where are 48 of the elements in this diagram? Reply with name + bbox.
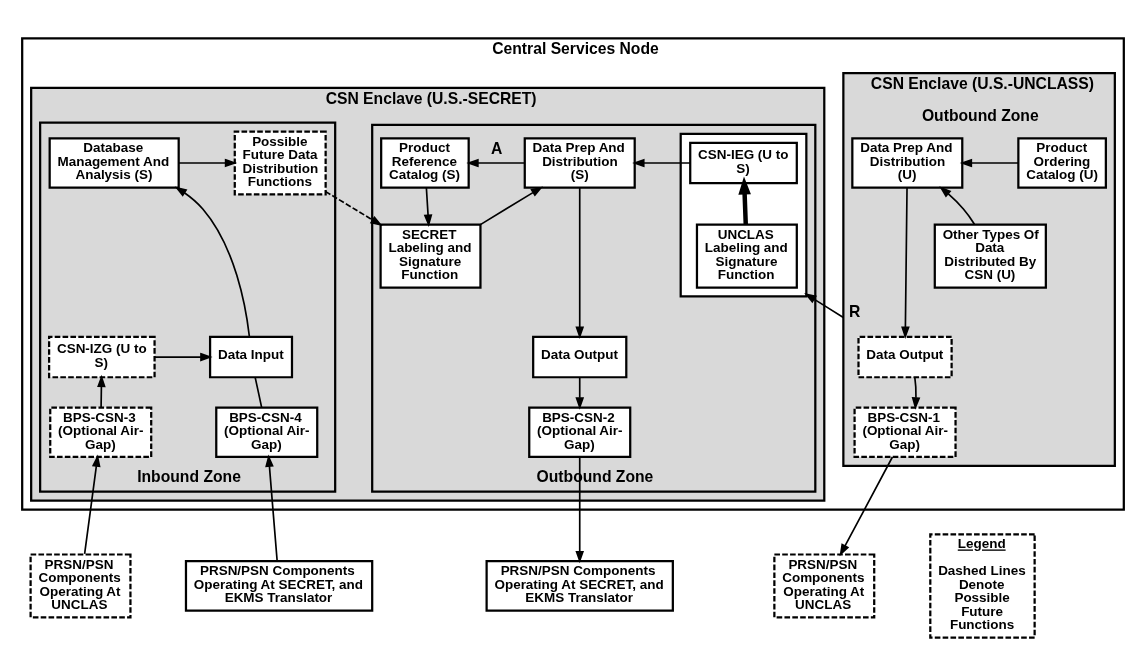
node-box: Product Ordering Catalog (U) [1017, 136, 1107, 189]
connector [254, 376, 263, 408]
arrow [466, 158, 526, 167]
arrow [839, 455, 894, 556]
arrow [423, 186, 433, 227]
node-box: Data Output [857, 335, 953, 378]
node-box: BPS-CSN-1 (Optional Air-Gap) [853, 405, 957, 458]
node-box: Data Prep And Distribution (S) [523, 136, 636, 189]
node-box: PRSN/PSN Components Operating At UNCLAS [773, 552, 876, 618]
node-box: SECRET Labeling and Signature Function [379, 223, 482, 289]
arrow [265, 453, 278, 562]
arrow [575, 186, 585, 339]
node-box: CSN-IEG (U to S) [689, 141, 798, 184]
arrow [911, 376, 921, 410]
arrow [959, 158, 1019, 167]
arrow [738, 176, 751, 225]
node-box: BPS-CSN-2 (Optional Air-Gap) [528, 405, 632, 458]
node-box: PRSN/PSN Components Operating At UNCLAS [29, 552, 132, 618]
arrow [324, 190, 383, 226]
node-box: Legend Dashed Lines Denote Possible Future Functions [929, 532, 1036, 639]
cluster [679, 132, 808, 298]
edge-label: A [491, 139, 503, 157]
arrow [153, 352, 213, 361]
node-box: PRSN/PSN Components Operating At SECRET, and EKMS Translator [184, 559, 374, 612]
edge-label: R [848, 302, 861, 320]
arrow [575, 455, 585, 563]
node-box: Data Prep And Distribution (U) [851, 136, 964, 189]
node-box: Data Output [532, 335, 628, 378]
node-box: PRSN/PSN Components Operating At SECRET, and EKMS Translator [485, 559, 674, 612]
node-box: BPS-CSN-3 (Optional Air-Gap) [49, 405, 153, 458]
arrow [479, 185, 544, 225]
arrow [901, 186, 910, 339]
node-box: CSN-IZG (U to S) [48, 335, 156, 378]
node-box: Product Reference Catalog (S) [380, 136, 470, 189]
node-box: Data Input [208, 335, 294, 378]
arrow [174, 185, 251, 337]
node-box: UNCLAS Labeling and Signature Function [695, 223, 798, 289]
arrow [632, 158, 691, 167]
arrow [83, 454, 101, 555]
arrow [177, 158, 238, 167]
arrow [939, 185, 976, 225]
node-box: BPS-CSN-4 (Optional Air-Gap) [215, 405, 319, 458]
node-box: Other Types Of Data Distributed By CSN (U) [933, 223, 1047, 289]
arrow [575, 376, 585, 410]
arrow [804, 292, 845, 318]
node-box: Possible Future Data Distribution Functions [233, 129, 327, 195]
arrow [97, 374, 106, 408]
node-box: Database Management And Analysis (S) [48, 136, 180, 189]
